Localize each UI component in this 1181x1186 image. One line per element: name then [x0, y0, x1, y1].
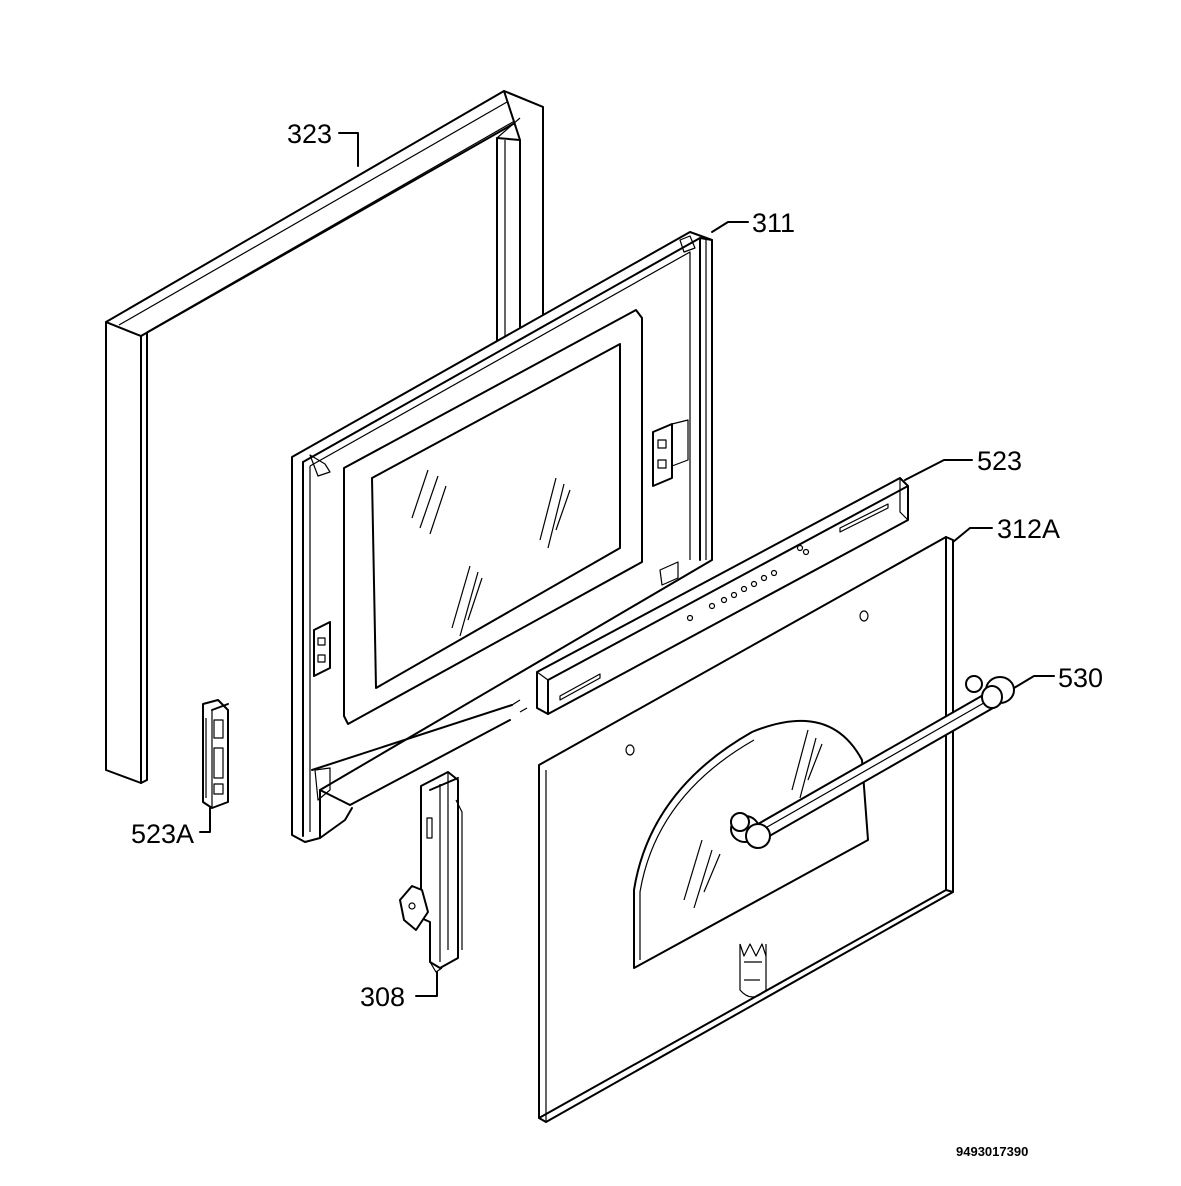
part-311-inner-panel: [291, 231, 713, 843]
callout-530: 530: [1058, 663, 1103, 693]
part-523-rail: [536, 477, 909, 715]
drawing-code: 9493017390: [956, 1144, 1028, 1159]
rail-holes: [686, 544, 810, 622]
callout-523a: 523A: [131, 819, 194, 849]
leader-lines: [199, 132, 1055, 997]
part-308-hinge: [399, 771, 463, 973]
callout-523: 523: [977, 446, 1022, 476]
callout-311: 311: [752, 208, 795, 238]
brand-logo-mark: [739, 943, 767, 998]
callout-308: 308: [360, 982, 405, 1012]
callout-312a: 312A: [997, 514, 1060, 544]
part-530-handle: [730, 675, 1015, 849]
part-523a-bracket: [202, 699, 229, 809]
callout-labels: 323 311 523 312A 530 523A 308: [131, 119, 1103, 1012]
callout-323: 323: [287, 119, 332, 149]
